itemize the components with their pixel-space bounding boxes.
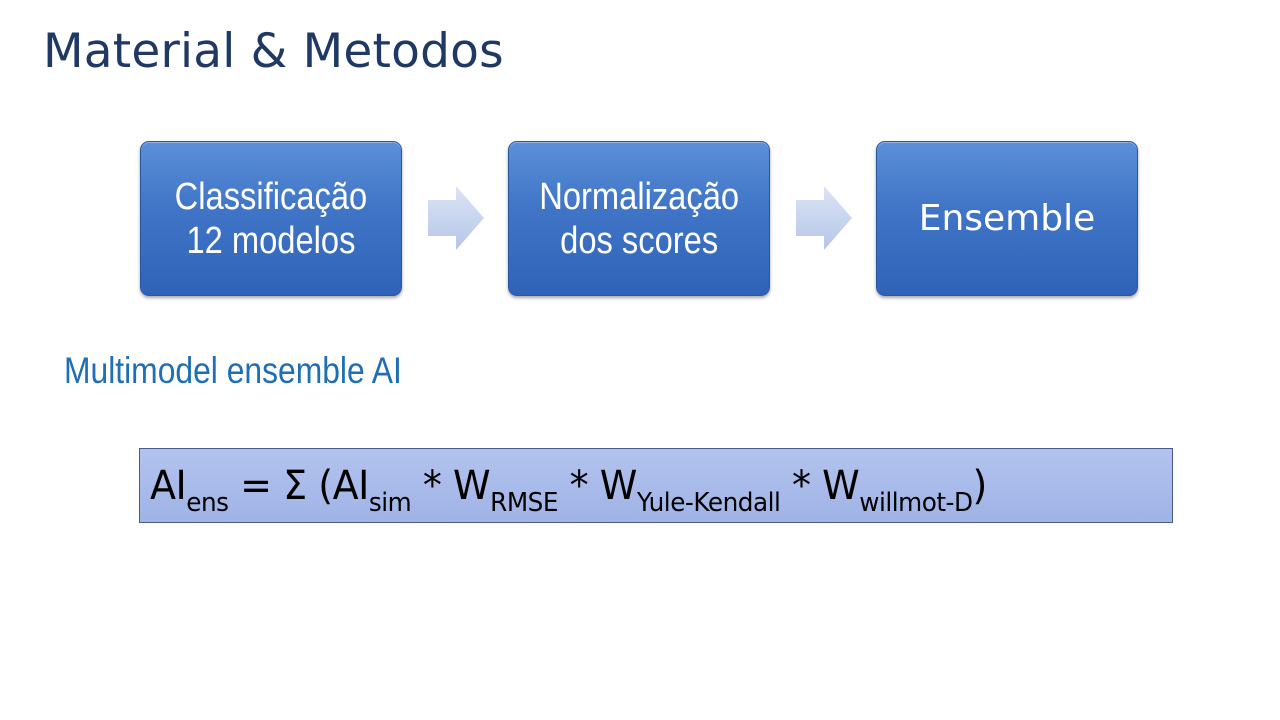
formula-mul-3: * (780, 462, 823, 509)
section-subtitle: Multimodel ensemble AI (64, 350, 402, 391)
flow-box-normalization: Normalização dos scores (508, 141, 770, 296)
formula-mul-2: * (557, 462, 600, 509)
flow-box-normalization-line-2: dos scores (559, 219, 719, 262)
flow-box-ensemble: Ensemble (876, 141, 1138, 296)
flow-arrow-2-icon (796, 186, 852, 250)
formula-lhs-sub: ens (186, 487, 229, 518)
formula-term-w-willmot: W (822, 462, 860, 509)
flow-box-classification-text: Classificação 12 modelos (175, 175, 368, 263)
formula-mul-1: * (411, 462, 454, 509)
flow-box-ensemble-text: Ensemble (919, 197, 1096, 241)
formula-lhs: AI (150, 462, 187, 509)
flow-box-normalization-line-1: Normalização (539, 175, 739, 218)
formula-term-ai: AI (332, 462, 370, 509)
flow-arrow-1-icon (428, 186, 484, 250)
formula-close-paren: ) (972, 462, 988, 509)
flow-box-ensemble-line-1: Ensemble (918, 197, 1096, 239)
flow-box-classification-line-1: Classificação (174, 175, 368, 218)
formula-equals-sum: = Σ ( (228, 462, 333, 509)
formula-term-w-rmse: W (453, 462, 491, 509)
flow-box-normalization-text: Normalização dos scores (539, 175, 739, 263)
formula-box: AIens = Σ (AIsim * WRMSE * WYule-Kendall… (139, 448, 1173, 523)
ensemble-formula: AIens = Σ (AIsim * WRMSE * WYule-Kendall… (150, 462, 988, 516)
flow-box-classification: Classificação 12 modelos (140, 141, 402, 296)
formula-term-w-willmot-sub: willmot-D (859, 487, 973, 518)
formula-term-w-yule: W (599, 462, 638, 509)
page-title: Material & Metodos (43, 24, 504, 79)
flow-box-classification-line-2: 12 modelos (186, 219, 356, 262)
formula-term-w-rmse-sub: RMSE (490, 487, 558, 518)
formula-term-w-yule-sub: Yule-Kendall (636, 487, 781, 518)
formula-term-ai-sub: sim (368, 487, 412, 518)
